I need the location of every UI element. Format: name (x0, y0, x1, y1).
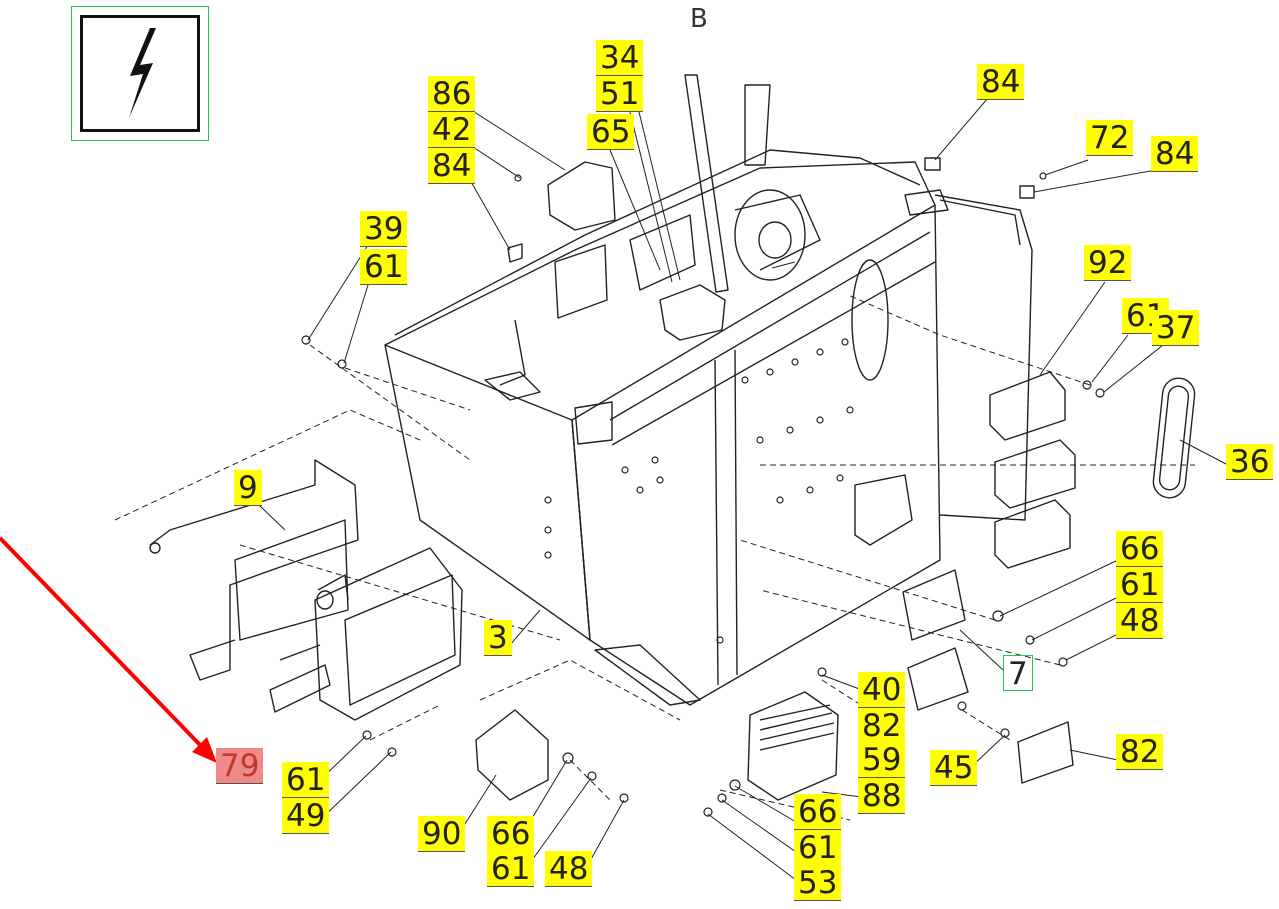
part-label-59[interactable]: 59 (858, 742, 906, 778)
part-label-49[interactable]: 49 (282, 798, 330, 834)
part-label-40[interactable]: 40 (858, 672, 906, 708)
part-label-42[interactable]: 42 (428, 112, 476, 148)
part-label-82[interactable]: 82 (1116, 734, 1164, 770)
part-label-72[interactable]: 72 (1086, 120, 1134, 156)
part-label-61[interactable]: 61 (794, 830, 842, 866)
part-label-48[interactable]: 48 (545, 851, 593, 887)
part-label-7[interactable]: 7 (1003, 655, 1033, 692)
part-label-53[interactable]: 53 (794, 865, 842, 901)
red-arrow-icon (0, 536, 217, 763)
heat-sink-88 (747, 691, 839, 801)
part-label-61[interactable]: 61 (487, 851, 535, 887)
part-label-86[interactable]: 86 (428, 76, 476, 112)
part-label-36[interactable]: 36 (1226, 444, 1274, 480)
electrical-section-icon-frame[interactable] (71, 6, 209, 141)
part-label-82[interactable]: 82 (858, 708, 906, 744)
part-label-39[interactable]: 39 (360, 211, 408, 247)
module-90 (475, 709, 549, 801)
bracket-9 (149, 459, 359, 681)
part-label-65[interactable]: 65 (587, 114, 635, 150)
part-label-61[interactable]: 61 (282, 762, 330, 798)
steering-column (684, 74, 729, 293)
part-label-45[interactable]: 45 (930, 750, 978, 786)
controller-79 (314, 547, 463, 721)
plate-7 (902, 569, 966, 641)
part-label-92[interactable]: 92 (1084, 245, 1132, 281)
part-label-51[interactable]: 51 (596, 76, 644, 112)
gasket-36 (1152, 377, 1196, 499)
part-label-3[interactable]: 3 (484, 620, 512, 656)
view-letter: B (690, 4, 708, 34)
part-label-79-selected[interactable]: 79 (216, 748, 264, 784)
relay-bank-92 (989, 371, 1076, 569)
part-label-48[interactable]: 48 (1116, 603, 1164, 639)
part-label-90[interactable]: 90 (418, 816, 466, 852)
part-label-66[interactable]: 66 (487, 816, 535, 852)
part-label-61[interactable]: 61 (1116, 567, 1164, 603)
part-label-34[interactable]: 34 (596, 40, 644, 76)
electrical-section-icon (80, 15, 200, 132)
frame-side-face (384, 344, 591, 641)
bracket-86 (547, 161, 616, 231)
part-label-84[interactable]: 84 (1151, 136, 1199, 172)
part-label-66[interactable]: 66 (794, 794, 842, 830)
lightning-bolt-icon (129, 28, 156, 118)
pump-assembly (734, 189, 806, 281)
frame-front-face (571, 204, 941, 706)
part-label-84[interactable]: 84 (428, 148, 476, 184)
part-label-37[interactable]: 37 (1152, 310, 1200, 346)
part-label-88[interactable]: 88 (858, 778, 906, 814)
part-label-9[interactable]: 9 (234, 470, 262, 506)
part-label-66[interactable]: 66 (1116, 531, 1164, 567)
part-label-61[interactable]: 61 (360, 249, 408, 285)
part-label-84[interactable]: 84 (977, 64, 1025, 100)
